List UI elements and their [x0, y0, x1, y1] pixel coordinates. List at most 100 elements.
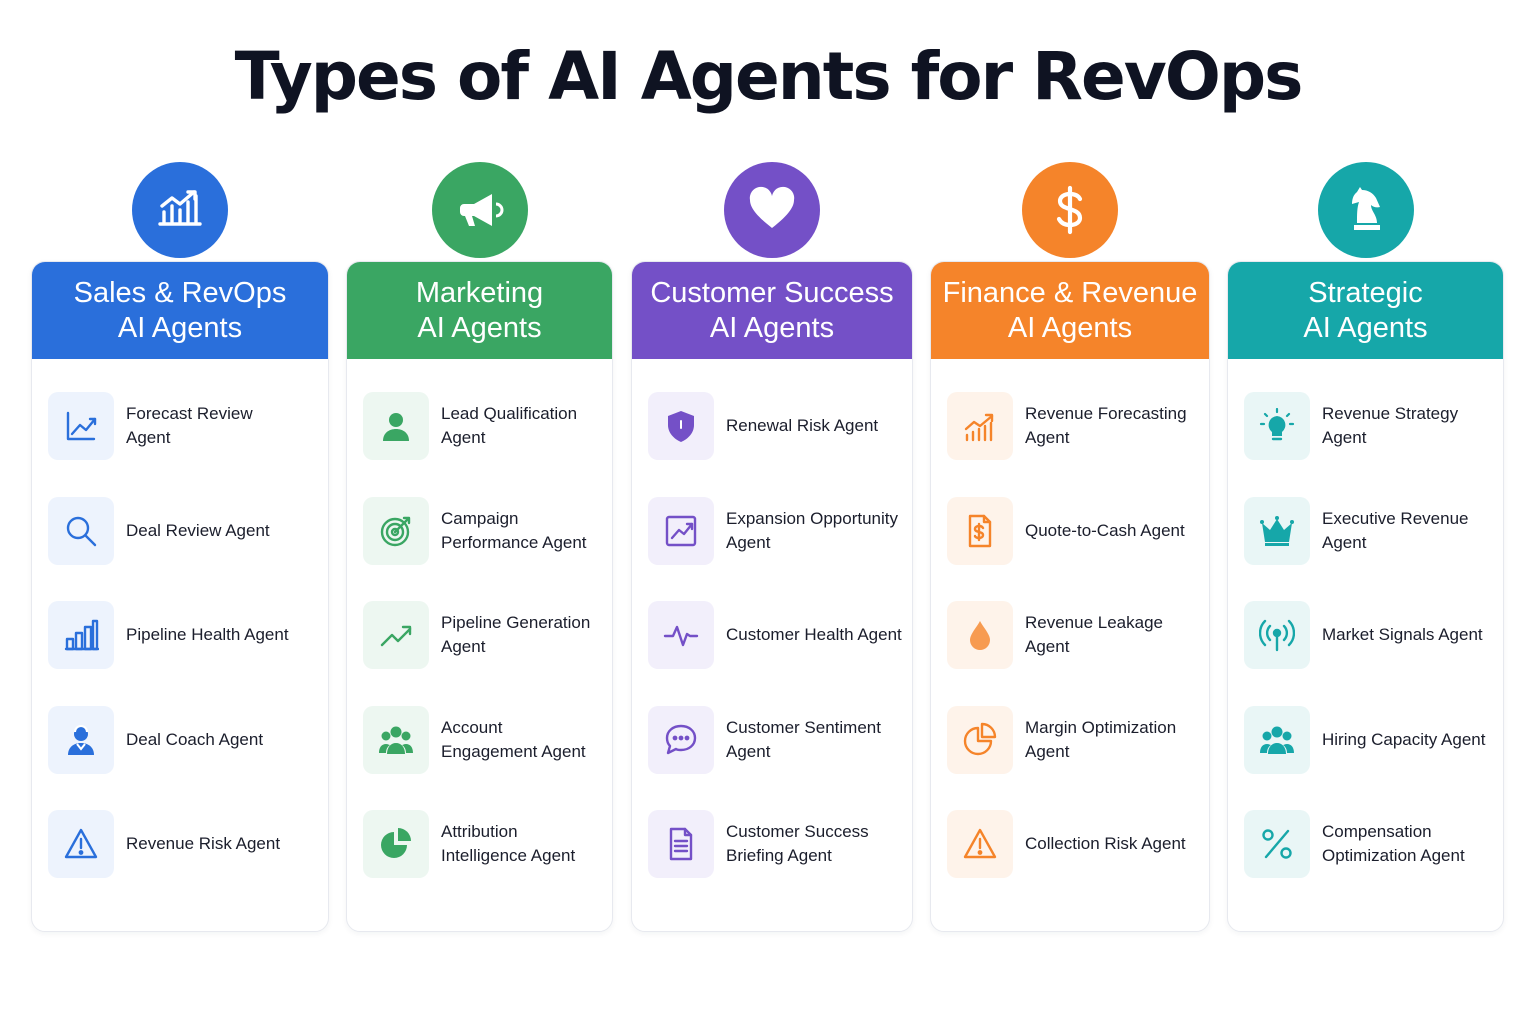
crown-icon: [1244, 497, 1310, 565]
agent-item[interactable]: Campaign Performance Agent: [363, 497, 608, 565]
coach-icon: [48, 706, 114, 774]
team-icon: [1244, 706, 1310, 774]
agent-item[interactable]: Renewal Risk Agent: [648, 392, 908, 460]
pie-outline-icon: [947, 706, 1013, 774]
agent-label: Margin Optimization Agent: [1025, 717, 1177, 762]
agent-item[interactable]: Expansion Opportunity Agent: [648, 497, 908, 565]
category-title-line1: Finance & Revenue: [942, 276, 1198, 309]
category-title-line2: AI Agents: [1303, 311, 1428, 344]
agent-label: Revenue Strategy Agent: [1322, 403, 1459, 448]
agent-item[interactable]: Deal Coach Agent: [48, 706, 324, 774]
warning-icon: [48, 810, 114, 878]
target-icon: [363, 497, 429, 565]
agent-item[interactable]: Pipeline Generation Agent: [363, 601, 608, 669]
agent-label: Customer Success Briefing Agent: [726, 821, 869, 866]
agent-label: Collection Risk Agent: [1025, 833, 1186, 853]
agent-label: Quote-to-Cash Agent: [1025, 520, 1185, 540]
invoice-icon: [947, 497, 1013, 565]
agent-label: Revenue Leakage Agent: [1025, 612, 1164, 657]
agent-label: Attribution Intelligence Agent: [441, 821, 576, 866]
agent-item[interactable]: Customer Success Briefing Agent: [648, 810, 908, 878]
agent-item[interactable]: Attribution Intelligence Agent: [363, 810, 608, 878]
trend-up-icon: [363, 601, 429, 669]
agent-label: Deal Coach Agent: [126, 729, 264, 749]
agent-item[interactable]: Revenue Leakage Agent: [947, 601, 1205, 669]
agent-item[interactable]: Compensation Optimization Agent: [1244, 810, 1499, 878]
search-icon: [48, 497, 114, 565]
bar-chart-icon: [48, 601, 114, 669]
agent-label: Executive Revenue Agent: [1322, 508, 1469, 553]
agent-item[interactable]: Forecast Review Agent: [48, 392, 324, 460]
agent-item[interactable]: Account Engagement Agent: [363, 706, 608, 774]
agent-label: Market Signals Agent: [1322, 624, 1483, 644]
category-title-line2: AI Agents: [709, 311, 835, 344]
agent-item[interactable]: Quote-to-Cash Agent: [947, 497, 1205, 565]
drop-icon: [947, 601, 1013, 669]
agent-item[interactable]: Revenue Forecasting Agent: [947, 392, 1205, 460]
lightbulb-icon: [1244, 392, 1310, 460]
person-icon: [363, 392, 429, 460]
chart-growth-icon: [132, 162, 228, 258]
agent-item[interactable]: Revenue Risk Agent: [48, 810, 324, 878]
agent-item[interactable]: Customer Sentiment Agent: [648, 706, 908, 774]
agent-label: Revenue Risk Agent: [126, 833, 281, 853]
document-icon: [648, 810, 714, 878]
agent-label: Lead Qualification Agent: [441, 403, 578, 448]
agent-item[interactable]: Revenue Strategy Agent: [1244, 392, 1499, 460]
agent-label: Renewal Risk Agent: [726, 415, 879, 435]
pie-chart-icon: [363, 810, 429, 878]
agent-label: Pipeline Health Agent: [126, 624, 289, 644]
percent-icon: [1244, 810, 1310, 878]
forecast-bars-icon: [947, 392, 1013, 460]
agent-item[interactable]: Pipeline Health Agent: [48, 601, 324, 669]
agent-item[interactable]: Customer Health Agent: [648, 601, 908, 669]
agent-item[interactable]: Lead Qualification Agent: [363, 392, 608, 460]
group-icon: [363, 706, 429, 774]
category-title-line2: AI Agents: [417, 311, 542, 344]
warning-icon: [947, 810, 1013, 878]
pulse-icon: [648, 601, 714, 669]
agent-label: Deal Review Agent: [126, 520, 270, 540]
agent-item[interactable]: Deal Review Agent: [48, 497, 324, 565]
agent-label: Expansion Opportunity Agent: [726, 508, 898, 553]
category-title-line1: Sales & RevOps: [73, 276, 287, 309]
agent-label: Hiring Capacity Agent: [1322, 729, 1486, 749]
growth-chart-icon: [648, 497, 714, 565]
line-chart-icon: [48, 392, 114, 460]
agent-label: Account Engagement Agent: [441, 717, 586, 762]
category-title-line2: AI Agents: [1007, 311, 1133, 344]
agent-label: Forecast Review Agent: [126, 403, 253, 448]
heart-icon: [724, 162, 820, 258]
category-title-line1: Customer Success: [650, 276, 894, 309]
shield-icon: [648, 392, 714, 460]
agent-item[interactable]: Collection Risk Agent: [947, 810, 1205, 878]
agent-label: Customer Sentiment Agent: [726, 717, 881, 762]
agent-item[interactable]: Margin Optimization Agent: [947, 706, 1205, 774]
category-title-line2: AI Agents: [117, 311, 243, 344]
signal-icon: [1244, 601, 1310, 669]
agent-item[interactable]: Market Signals Agent: [1244, 601, 1499, 669]
agent-label: Revenue Forecasting Agent: [1025, 403, 1187, 448]
agent-item[interactable]: Executive Revenue Agent: [1244, 497, 1499, 565]
agent-item[interactable]: Hiring Capacity Agent: [1244, 706, 1499, 774]
agent-label: Customer Health Agent: [726, 624, 902, 644]
agent-label: Campaign Performance Agent: [441, 508, 587, 553]
chat-icon: [648, 706, 714, 774]
page-title: Types of AI Agents for RevOps: [234, 38, 1304, 115]
category-title-line1: Marketing: [415, 276, 544, 309]
dollar-icon: [1022, 162, 1118, 258]
agent-label: Compensation Optimization Agent: [1322, 821, 1465, 866]
